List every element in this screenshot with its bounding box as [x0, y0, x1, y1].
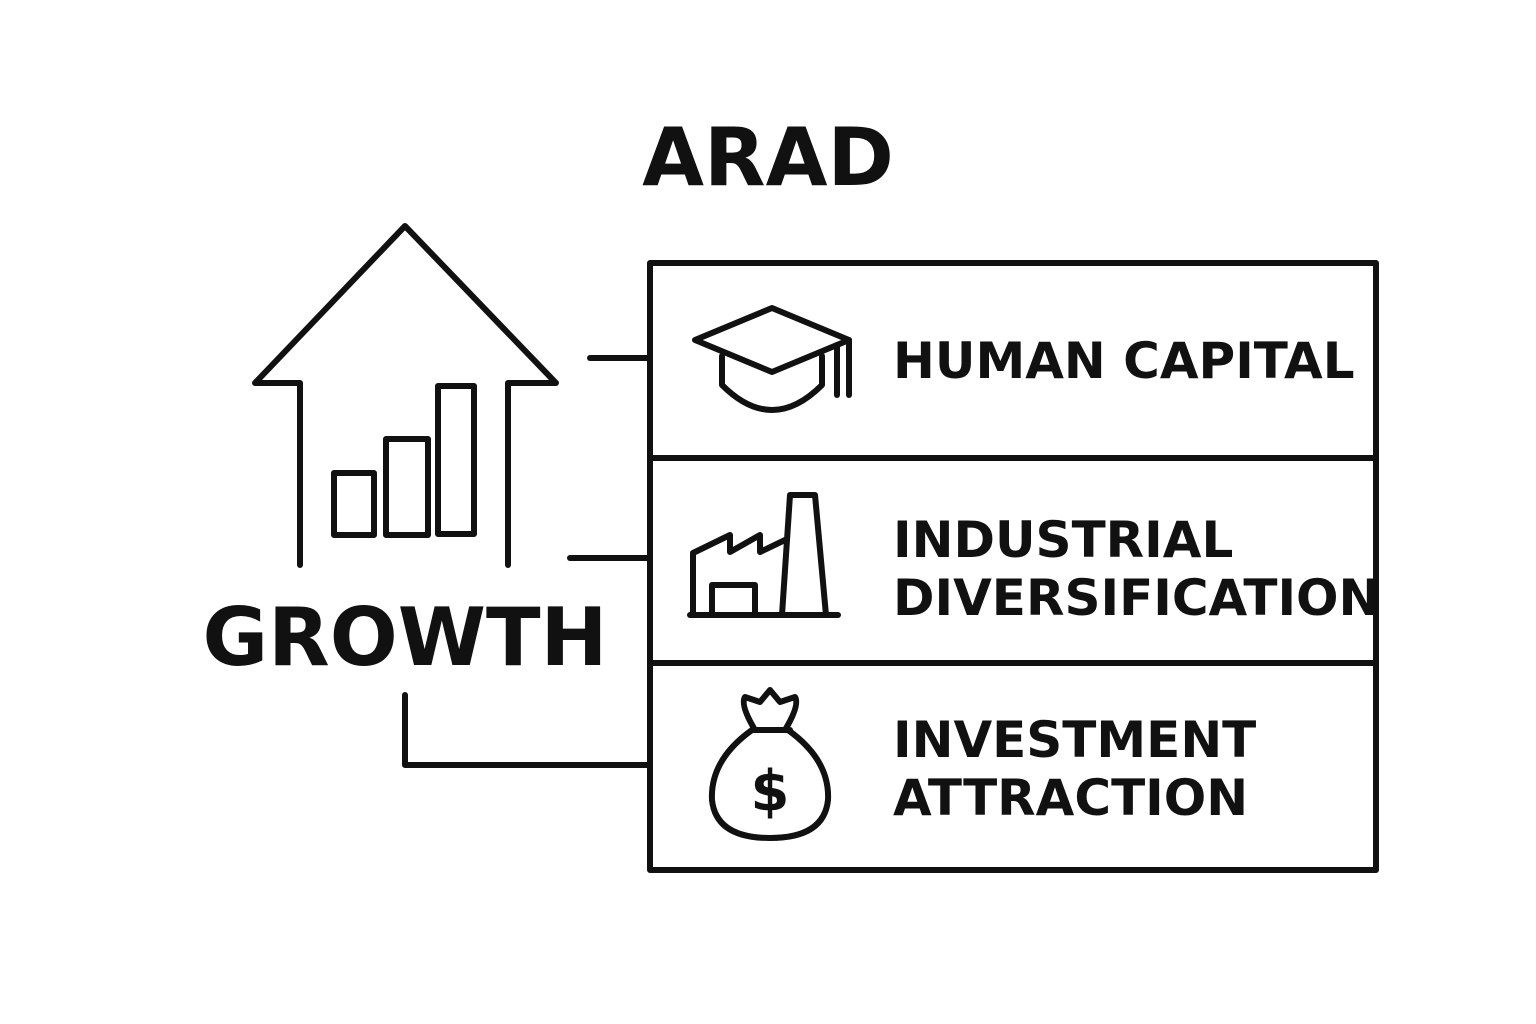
money-bag-icon: $: [708, 687, 832, 841]
pillar-label-line-1: INDUSTRIAL: [893, 511, 1233, 569]
pillar-industrial-diversification: INDUSTRIAL DIVERSIFICATION: [687, 492, 1380, 627]
connector-investment: [402, 692, 651, 768]
graduation-cap-icon: [692, 305, 852, 413]
factory-icon: [687, 492, 841, 618]
pillar-human-capital: HUMAN CAPITAL: [692, 305, 1355, 413]
diagram-title: ARAD: [642, 111, 894, 204]
arrow-bar-chart-icon: [252, 223, 559, 568]
pillars-box: [647, 260, 1379, 873]
pillar-label-line-1: INVESTMENT: [893, 711, 1256, 769]
growth-label: GROWTH: [202, 591, 607, 684]
pillar-investment-attraction: $ INVESTMENT ATTRACTION: [708, 687, 1256, 841]
pillar-label: HUMAN CAPITAL: [893, 332, 1355, 390]
pillar-label-line-2: ATTRACTION: [893, 769, 1248, 827]
connector-lines: [402, 355, 651, 768]
pillar-label-line-2: DIVERSIFICATION: [893, 569, 1380, 627]
dollar-sign-icon: $: [751, 759, 790, 824]
